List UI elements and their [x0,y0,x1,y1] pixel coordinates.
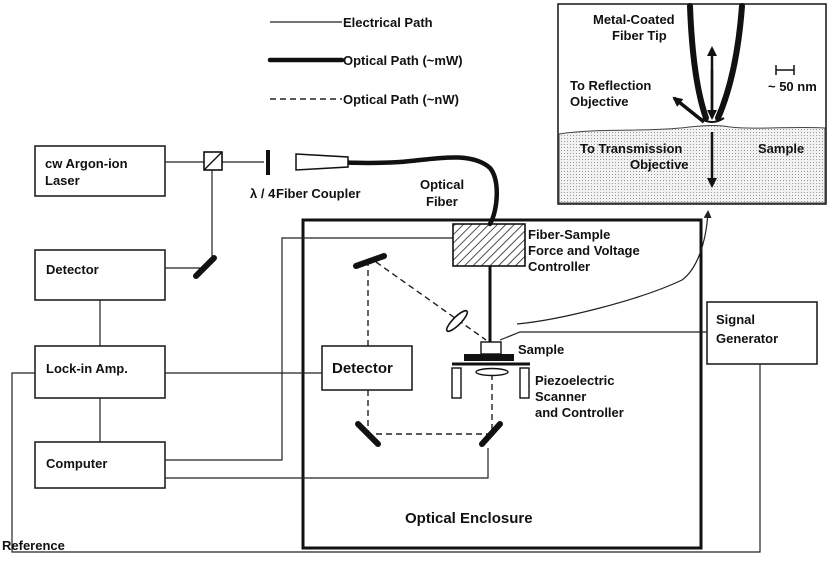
legend: Electrical Path Optical Path (~mW) Optic… [267,15,463,107]
transmission-label-line1: To Transmission [580,141,682,156]
fiber-coupler-icon [295,153,349,171]
legend-optical-nw-label: Optical Path (~nW) [343,92,459,107]
piezo-label-line1: Piezoelectric [535,373,615,388]
optical-enclosure [301,218,703,550]
piezo-leg-right [519,367,530,399]
laser-label-line2: Laser [45,173,80,188]
lockin-frame [34,345,166,399]
computer-label: Computer [46,456,107,471]
signal-generator-label-line1: Signal [716,312,755,327]
wire-computer-controller [165,237,453,461]
piezo-label-line2: Scanner [535,389,586,404]
waveplate-label: λ / 4 [250,186,276,201]
legend-optical-mw-label: Optical Path (~mW) [343,53,463,68]
dash-diagonal [375,261,487,341]
computer-box: Computer [34,441,166,489]
sample-label: Sample [518,342,564,357]
sample-stage [451,341,530,399]
sample-slide [464,354,514,361]
wire-to-inset [516,210,712,325]
inset-sample-label: Sample [758,141,804,156]
reference-label: Reference [2,538,65,553]
tip-holder [480,341,502,355]
signal-generator-box: Signal Generator [706,301,818,365]
controller-label-line1: Fiber-Sample [528,227,610,242]
wire-signal-sample [499,331,707,341]
laser-frame [34,145,166,197]
wire-computer-piezo [165,448,489,479]
tip-inset: ~ 50 nm Metal-Coated Fiber Tip To Reflec… [557,3,827,205]
piezo-leg-left [451,367,462,399]
mirror-bottom-right-icon [479,421,503,447]
optical-fiber-label-line1: Optical [420,177,464,192]
objective-lens-icon [475,367,509,377]
fiber-tip-shape [687,3,745,121]
electrical-wiring [11,210,761,553]
mirror-left-icon [193,255,217,279]
reflection-label-line2: Objective [570,94,629,109]
mirror-top-icon [353,253,387,269]
wire-reference [11,364,761,553]
signal-generator-label-line2: Generator [716,331,778,346]
tip-label-line2: Fiber Tip [612,28,667,43]
legend-electrical-label: Electrical Path [343,15,433,30]
piezo-label-line3: and Controller [535,405,624,420]
reflection-arrow [672,96,706,124]
beamsplitter-diagonal [203,151,223,171]
lockin-box: Lock-in Amp. [34,345,166,399]
detector-center-frame [321,345,413,391]
laser-label-line1: cw Argon-ion [45,156,128,171]
detector-center-box: Detector [321,345,413,391]
lockin-label: Lock-in Amp. [46,361,128,376]
controller-label-line3: Controller [528,259,590,274]
transmission-label-line2: Objective [630,157,689,172]
mirror-bottom-left-icon [355,421,381,447]
lens-icon [445,309,469,333]
detector-left-box: Detector [34,249,166,301]
signal-generator-frame [706,301,818,365]
laser-box: cw Argon-ion Laser [34,145,166,197]
inset-sample-region [558,124,826,204]
controller-label-line2: Force and Voltage [528,243,640,258]
computer-frame [34,441,166,489]
beamsplitter-icon [203,151,223,171]
tip-label-line1: Metal-Coated [593,12,675,27]
detector-center-label: Detector [332,360,393,377]
optical-path-nw [367,260,493,435]
reflection-label-line1: To Reflection [570,78,651,93]
scale-label: ~ 50 nm [768,79,817,94]
controller-icon [452,223,526,267]
detector-left-label: Detector [46,262,99,277]
fiber-coupler-label: Fiber Coupler [276,186,361,201]
optical-fiber-label-line2: Fiber [426,194,458,209]
enclosure-label: Optical Enclosure [405,510,533,527]
